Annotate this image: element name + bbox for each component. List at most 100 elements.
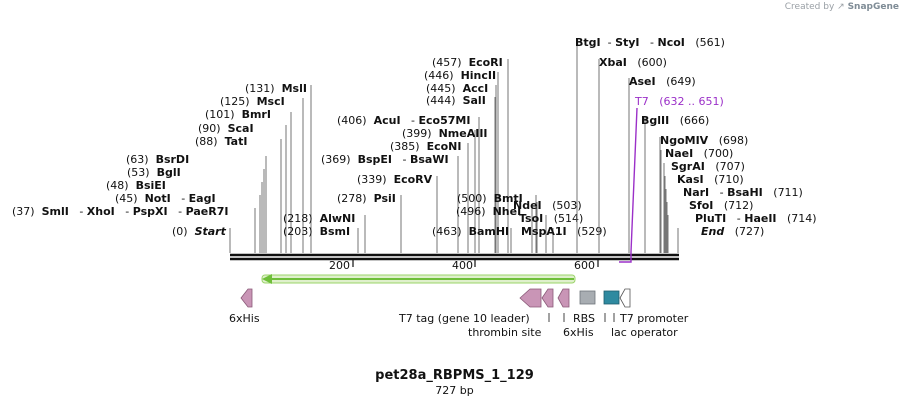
site-text: (203) — [283, 225, 320, 238]
site-text: (339) — [357, 173, 394, 186]
feature-6xhis-right-glyph — [557, 288, 570, 308]
enzyme-name: BglI — [157, 166, 181, 179]
restriction-site-label[interactable]: (496) NheI — [456, 205, 521, 218]
site-text: (446) — [424, 69, 461, 82]
enzyme-name: PspXI — [133, 205, 168, 218]
site-text: - — [69, 205, 87, 218]
enzyme-name: PluTI — [695, 212, 726, 225]
enzyme-name: Eco57MI — [419, 114, 471, 127]
feature-label: 6xHis — [563, 326, 594, 339]
restriction-site-label[interactable]: (369) BspEI - BsaWI — [321, 153, 449, 166]
restriction-site-label[interactable]: (90) ScaI — [198, 122, 254, 135]
enzyme-name: EcoRV — [394, 173, 433, 186]
restriction-site-label[interactable]: SfoI (712) — [689, 199, 753, 212]
restriction-site-label[interactable]: T7 (632 .. 651) — [634, 95, 724, 108]
enzyme-name: HincII — [461, 69, 497, 82]
restriction-site-label[interactable]: TsoI (514) — [519, 212, 583, 225]
enzyme-name: AlwNI — [320, 212, 356, 225]
plasmid-name: pet28a_RBPMS_1_129 — [375, 368, 534, 383]
restriction-site-label[interactable]: XbaI (600) — [599, 56, 667, 69]
site-text: (514) — [543, 212, 583, 225]
restriction-site-label[interactable]: (218) AlwNI — [283, 212, 355, 225]
restriction-site-label[interactable]: (48) BsiEI — [106, 179, 166, 192]
restriction-site-label[interactable]: NarI - BsaHI (711) — [683, 186, 803, 199]
site-text: - — [709, 186, 727, 199]
enzyme-name: BsaWI — [410, 153, 449, 166]
restriction-site-label[interactable]: SgrAI (707) — [671, 160, 745, 173]
restriction-site-label[interactable]: (444) SalI — [426, 94, 486, 107]
restriction-site-label[interactable]: (0) Start — [172, 225, 227, 238]
site-text: (369) — [321, 153, 358, 166]
restriction-site-label[interactable]: MspA1I (529) — [521, 225, 607, 238]
site-text: (698) — [708, 134, 748, 147]
restriction-site-label[interactable]: (37) SmlI - XhoI - PspXI - PaeR7I — [12, 205, 228, 218]
enzyme-name: BsrDI — [156, 153, 190, 166]
site-text: (218) — [283, 212, 320, 225]
restriction-site-label[interactable]: AseI (649) — [629, 75, 696, 88]
site-text: (712) — [713, 199, 753, 212]
restriction-site-label[interactable]: (45) NotI - EagI — [115, 192, 216, 205]
restriction-site-label[interactable]: (63) BsrDI — [126, 153, 189, 166]
restriction-site-label[interactable]: (131) MslI — [245, 82, 307, 95]
enzyme-name: StyI — [615, 36, 639, 49]
site-text: (101) — [205, 108, 242, 121]
t7-primer-marker — [619, 107, 638, 263]
ruler: 200 400 600 — [329, 259, 599, 272]
restriction-site-label[interactable]: BtgI - StyI - NcoI (561) — [575, 36, 725, 49]
restriction-sites: (0) Start (37) SmlI - XhoI - PspXI - PaeR… — [12, 36, 817, 253]
restriction-site-label[interactable]: (463) BamHI — [432, 225, 509, 238]
restriction-site-label[interactable]: (406) AcuI - Eco57MI — [337, 114, 470, 127]
enzyme-name: KasI — [677, 173, 704, 186]
enzyme-name: BglII — [641, 114, 669, 127]
site-text: (457) — [432, 56, 469, 69]
site-text: (707) — [705, 160, 745, 173]
enzyme-name: MslI — [282, 82, 307, 95]
credit-prefix: Created by — [784, 2, 835, 12]
restriction-site-label[interactable]: (88) TatI — [195, 135, 247, 148]
site-text: (48) — [106, 179, 136, 192]
feature-label: thrombin site — [468, 326, 542, 339]
restriction-site-label[interactable]: (203) BsmI — [283, 225, 350, 238]
site-text: T7 — [634, 95, 649, 108]
restriction-site-label[interactable]: PluTI - HaeII (714) — [695, 212, 817, 225]
enzyme-name: TatI — [225, 135, 248, 148]
restriction-site-label[interactable]: (339) EcoRV — [357, 173, 433, 186]
restriction-site-label[interactable]: (125) MscI — [220, 95, 285, 108]
enzyme-name: NarI — [683, 186, 709, 199]
site-text: (714) — [777, 212, 817, 225]
restriction-site-label[interactable]: NdeI (503) — [513, 199, 582, 212]
enzyme-name: NcoI — [658, 36, 685, 49]
site-text: (399) — [402, 127, 439, 140]
restriction-site-label[interactable]: KasI (710) — [677, 173, 744, 186]
restriction-site-label[interactable]: (385) EcoNI — [390, 140, 461, 153]
restriction-site-label[interactable]: BglII (666) — [641, 114, 709, 127]
restriction-site-label[interactable]: (53) BglI — [127, 166, 181, 179]
site-text: (496) — [456, 205, 493, 218]
site-text: (37) — [12, 205, 42, 218]
enzyme-name: ScaI — [228, 122, 254, 135]
restriction-site-label[interactable]: (457) EcoRI — [432, 56, 503, 69]
restriction-site-label[interactable]: (445) AccI — [426, 82, 488, 95]
site-text: (700) — [693, 147, 733, 160]
snapgene-logo-icon: ↗ — [837, 2, 845, 12]
feature-6xhis-left-glyph — [240, 288, 253, 308]
restriction-site-label[interactable]: NaeI (700) — [665, 147, 733, 160]
restriction-site-label[interactable]: (500) BmtI — [457, 192, 523, 205]
site-text: (0) — [172, 225, 195, 238]
enzyme-name: HaeII — [744, 212, 776, 225]
site-text: (444) — [426, 94, 463, 107]
restriction-site-label[interactable]: (399) NmeAIII — [402, 127, 488, 140]
site-text: (649) — [656, 75, 696, 88]
enzyme-name: AcuI — [374, 114, 401, 127]
restriction-site-label[interactable]: (446) HincII — [424, 69, 496, 82]
site-text: - — [168, 205, 186, 218]
restriction-site-label[interactable]: End (727) — [701, 225, 764, 238]
site-text: (529) — [567, 225, 607, 238]
enzyme-name: NotI — [145, 192, 171, 205]
restriction-site-label[interactable]: (101) BmrI — [205, 108, 271, 121]
enzyme-name: BsiEI — [136, 179, 166, 192]
restriction-site-label[interactable]: NgoMIV (698) — [660, 134, 748, 147]
restriction-site-label[interactable]: (278) PsiI — [337, 192, 396, 205]
enzyme-name: EcoRI — [469, 56, 503, 69]
enzyme-name: Start — [195, 225, 227, 238]
